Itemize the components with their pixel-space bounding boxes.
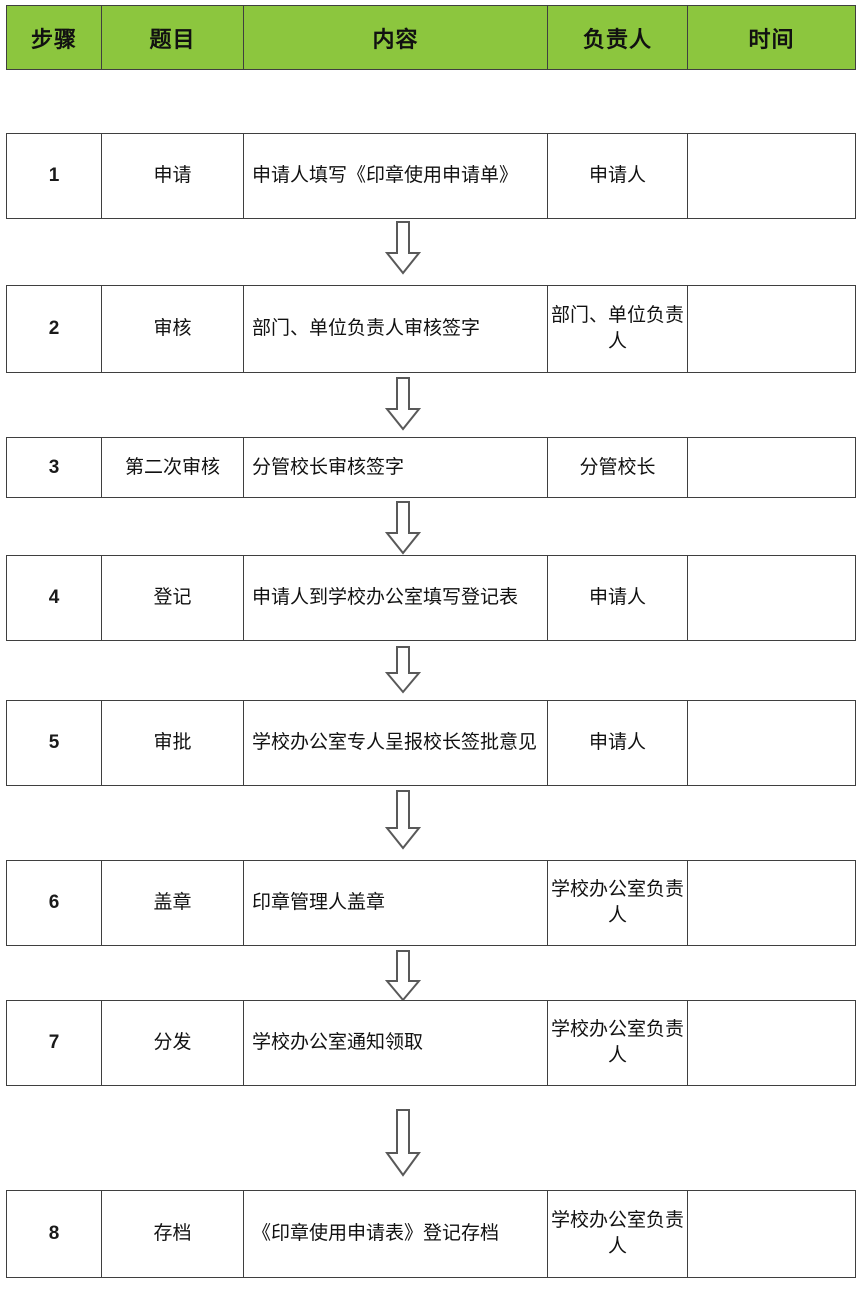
row-owner: 申请人 bbox=[548, 134, 688, 218]
row-content: 《印章使用申请表》登记存档 bbox=[244, 1191, 548, 1277]
row-step-number: 4 bbox=[7, 556, 102, 640]
row-step-number: 5 bbox=[7, 701, 102, 785]
row-owner: 分管校长 bbox=[548, 438, 688, 497]
row-owner: 学校办公室负责人 bbox=[548, 861, 688, 945]
row-time bbox=[688, 438, 855, 497]
row-content: 分管校长审核签字 bbox=[244, 438, 548, 497]
table-header-row: 步骤 题目 内容 负责人 时间 bbox=[6, 5, 856, 70]
row-title: 存档 bbox=[102, 1191, 244, 1277]
row-title: 第二次审核 bbox=[102, 438, 244, 497]
header-cell-step: 步骤 bbox=[7, 6, 102, 69]
row-title: 审核 bbox=[102, 286, 244, 372]
table-row: 7 分发 学校办公室通知领取 学校办公室负责人 bbox=[6, 1000, 856, 1086]
row-time bbox=[688, 1001, 855, 1085]
table-row: 3 第二次审核 分管校长审核签字 分管校长 bbox=[6, 437, 856, 498]
row-step-number: 2 bbox=[7, 286, 102, 372]
row-title: 申请 bbox=[102, 134, 244, 218]
row-content: 申请人填写《印章使用申请单》 bbox=[244, 134, 548, 218]
row-content: 学校办公室专人呈报校长签批意见 bbox=[244, 701, 548, 785]
row-step-number: 3 bbox=[7, 438, 102, 497]
table-row: 2 审核 部门、单位负责人审核签字 部门、单位负责人 bbox=[6, 285, 856, 373]
row-time bbox=[688, 1191, 855, 1277]
row-time bbox=[688, 861, 855, 945]
row-content: 部门、单位负责人审核签字 bbox=[244, 286, 548, 372]
row-title: 盖章 bbox=[102, 861, 244, 945]
row-step-number: 1 bbox=[7, 134, 102, 218]
row-title: 登记 bbox=[102, 556, 244, 640]
row-title: 审批 bbox=[102, 701, 244, 785]
down-arrow-icon bbox=[385, 377, 421, 431]
table-row: 4 登记 申请人到学校办公室填写登记表 申请人 bbox=[6, 555, 856, 641]
table-row: 5 审批 学校办公室专人呈报校长签批意见 申请人 bbox=[6, 700, 856, 786]
down-arrow-icon bbox=[385, 221, 421, 275]
row-time bbox=[688, 701, 855, 785]
table-row: 1 申请 申请人填写《印章使用申请单》 申请人 bbox=[6, 133, 856, 219]
row-time bbox=[688, 286, 855, 372]
row-owner: 申请人 bbox=[548, 556, 688, 640]
down-arrow-icon bbox=[385, 501, 421, 555]
row-step-number: 6 bbox=[7, 861, 102, 945]
row-owner: 部门、单位负责人 bbox=[548, 286, 688, 372]
row-content: 申请人到学校办公室填写登记表 bbox=[244, 556, 548, 640]
row-time bbox=[688, 556, 855, 640]
row-owner: 申请人 bbox=[548, 701, 688, 785]
table-row: 6 盖章 印章管理人盖章 学校办公室负责人 bbox=[6, 860, 856, 946]
down-arrow-icon bbox=[385, 646, 421, 694]
down-arrow-icon bbox=[385, 790, 421, 850]
table-row: 8 存档 《印章使用申请表》登记存档 学校办公室负责人 bbox=[6, 1190, 856, 1278]
header-cell-content: 内容 bbox=[244, 6, 548, 69]
row-content: 印章管理人盖章 bbox=[244, 861, 548, 945]
row-owner: 学校办公室负责人 bbox=[548, 1001, 688, 1085]
row-title: 分发 bbox=[102, 1001, 244, 1085]
header-cell-time: 时间 bbox=[748, 26, 795, 52]
row-time bbox=[688, 134, 855, 218]
down-arrow-icon bbox=[385, 950, 421, 1002]
row-owner: 学校办公室负责人 bbox=[548, 1191, 688, 1277]
header-cell-owner: 负责人 bbox=[548, 6, 688, 69]
header-cell-title: 题目 bbox=[102, 6, 244, 69]
row-step-number: 7 bbox=[7, 1001, 102, 1085]
row-content: 学校办公室通知领取 bbox=[244, 1001, 548, 1085]
down-arrow-icon bbox=[385, 1109, 421, 1177]
row-step-number: 8 bbox=[7, 1191, 102, 1277]
